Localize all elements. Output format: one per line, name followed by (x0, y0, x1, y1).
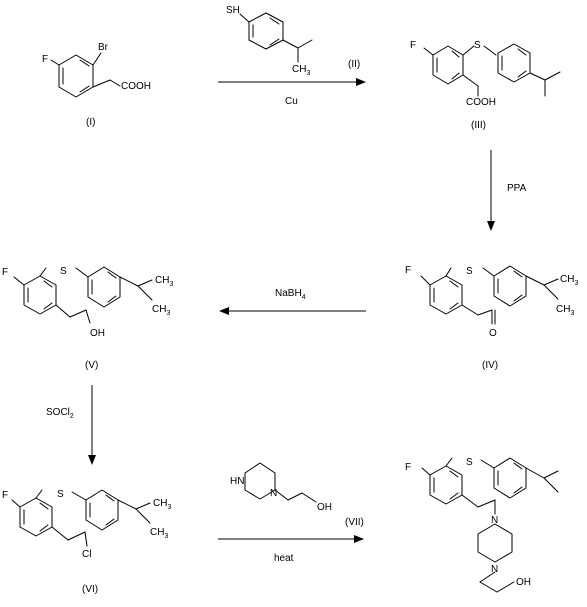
arrow-step3: NaBH4 (219, 288, 366, 315)
compound-III: F S COOH (III) (410, 40, 561, 131)
arrow-step1: Cu (218, 78, 366, 107)
compound-IV-atom-s: S (466, 266, 473, 277)
compound-II-label: (II) (348, 59, 360, 70)
reagent-step5: heat (274, 553, 294, 564)
compound-II: SH CH3 (II) (226, 5, 360, 77)
compound-III-atom-s: S (474, 40, 481, 51)
reagent-step2: PPA (507, 183, 527, 194)
product-ring-left (429, 465, 463, 505)
compound-I-atom-br: Br (98, 42, 109, 53)
compound-IV-atom-o: O (489, 328, 497, 339)
compound-IV: F S O CH3 CH3 (IV) (405, 265, 578, 371)
compound-V-atom-ch3a: CH3 (155, 275, 173, 288)
product-piperazine-ring (477, 523, 513, 563)
compound-IV-ring-left (429, 275, 463, 315)
compound-VI-ring-right (85, 489, 119, 531)
compound-VI-atom-ch3a: CH3 (153, 498, 171, 511)
compound-IV-atom-f: F (405, 265, 411, 276)
compound-product: F S N N OH (405, 457, 559, 593)
compound-IV-atom-ch3a: CH3 (560, 274, 578, 287)
compound-V-label: (V) (85, 360, 98, 371)
compound-IV-atom-ch3b: CH3 (556, 304, 574, 317)
reagent-step1: Cu (285, 96, 298, 107)
product-atom-n2: N (491, 564, 498, 575)
product-atom-f: F (405, 462, 411, 473)
compound-V-ring-left (23, 275, 57, 315)
compound-VII: HN N OH (VII) (230, 462, 364, 528)
compound-VI-label: (VI) (82, 584, 98, 595)
compound-IV-ring-right (493, 265, 527, 307)
compound-I-ring (58, 54, 94, 98)
compound-VI-atom-cl: Cl (82, 549, 91, 560)
product-atom-oh: OH (516, 577, 531, 588)
reagent-step3: NaBH4 (275, 288, 306, 301)
compound-III-ring-right (497, 43, 531, 83)
compound-IV-label: (IV) (482, 360, 498, 371)
compound-V-atom-oh: OH (90, 328, 105, 339)
compound-III-label: (III) (471, 120, 486, 131)
compound-VI: F S Cl CH3 CH3 (VI) (2, 489, 171, 595)
compound-II-ring (248, 12, 284, 50)
compound-VII-atom-n: N (270, 488, 277, 499)
compound-II-atom-sh: SH (226, 5, 240, 16)
compound-III-atom-cooh: COOH (466, 97, 496, 108)
compound-I: Br F COOH (I) (42, 42, 151, 128)
compound-V-atom-ch3b: CH3 (152, 304, 170, 317)
arrow-step2: PPA (487, 150, 527, 231)
arrow-step4: SOCl2 (46, 385, 96, 465)
compound-V-ring-right (87, 266, 121, 308)
compound-VI-atom-s: S (57, 489, 64, 500)
compound-VII-atom-hn: HN (230, 476, 244, 487)
compound-III-atom-f: F (410, 40, 416, 51)
compound-I-atom-f: F (42, 54, 48, 65)
compound-VII-label: (VII) (345, 517, 364, 528)
product-atom-s: S (466, 457, 473, 468)
product-atom-n1: N (491, 515, 498, 526)
compound-V: F S OH CH3 CH3 (V) (2, 266, 173, 371)
compound-V-atom-s: S (60, 266, 67, 277)
compound-V-atom-f: F (2, 267, 8, 278)
product-ring-right (493, 457, 527, 499)
arrow-step5: heat (218, 535, 364, 564)
compound-I-label: (I) (86, 117, 95, 128)
compound-VI-atom-ch3b: CH3 (150, 527, 168, 540)
compound-VI-ring-left (19, 497, 53, 537)
compound-VII-atom-oh: OH (317, 502, 332, 513)
reagent-step4: SOCl2 (46, 407, 74, 420)
compound-VI-atom-f: F (2, 490, 8, 501)
compound-II-atom-ch3: CH3 (292, 64, 310, 77)
compound-I-atom-cooh: COOH (121, 81, 151, 92)
compound-VII-ring (244, 462, 276, 500)
